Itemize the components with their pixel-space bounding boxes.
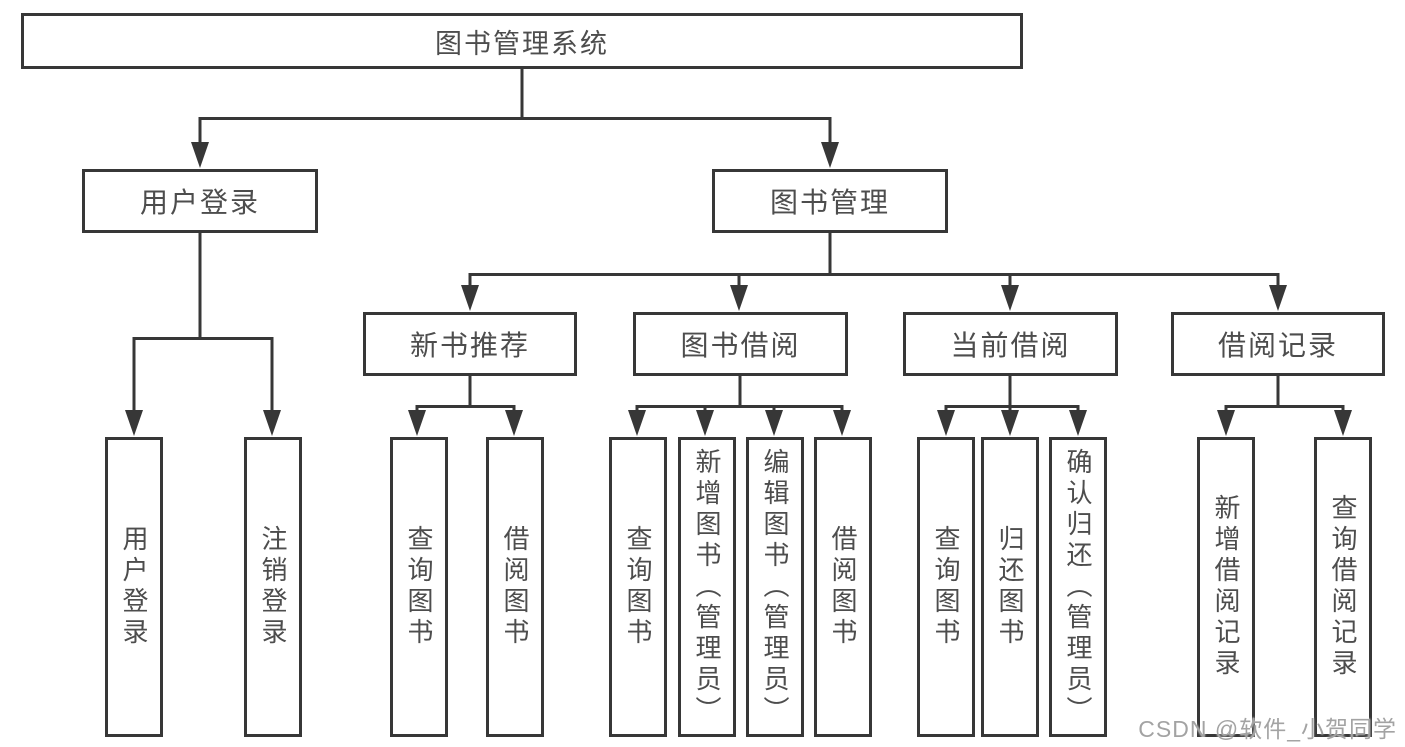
leaf-add-borrow-record: 新增借阅记录	[1197, 437, 1255, 737]
leaf-query-books-current: 查询图书	[917, 437, 975, 737]
leaf-user-login: 用户登录	[105, 437, 163, 737]
watermark: CSDN @软件_小贺同学	[1138, 716, 1397, 742]
node-borrow-records: 借阅记录	[1171, 312, 1385, 376]
leaf-edit-book-admin: 编辑图书（管理员）	[746, 437, 804, 737]
node-new-book-recommend-label: 新书推荐	[409, 330, 530, 361]
leaf-user-login-label: 用户登录	[119, 525, 149, 649]
leaf-edit-book-admin-label: 编辑图书（管理员）	[760, 447, 790, 727]
leaf-query-books-current-label: 查询图书	[931, 525, 961, 649]
node-root: 图书管理系统	[21, 13, 1023, 69]
node-current-borrow: 当前借阅	[903, 312, 1118, 376]
node-user-login-label: 用户登录	[139, 187, 260, 218]
leaf-add-borrow-record-label: 新增借阅记录	[1211, 494, 1241, 680]
leaf-query-books-borrow-label: 查询图书	[623, 525, 653, 649]
leaf-logout-label: 注销登录	[258, 525, 288, 649]
leaf-add-book-admin-label: 新增图书（管理员）	[692, 447, 722, 727]
leaf-borrow-books: 借阅图书	[814, 437, 872, 737]
leaf-add-book-admin: 新增图书（管理员）	[678, 437, 736, 737]
leaf-query-borrow-record-label: 查询借阅记录	[1328, 494, 1358, 680]
leaf-confirm-return-admin: 确认归还（管理员）	[1049, 437, 1107, 737]
node-book-management-label: 图书管理	[769, 187, 890, 218]
leaf-logout: 注销登录	[244, 437, 302, 737]
node-book-management: 图书管理	[712, 169, 948, 233]
leaf-query-books-recommend: 查询图书	[390, 437, 448, 737]
arrowhead-icons	[125, 142, 1352, 436]
node-current-borrow-label: 当前借阅	[950, 330, 1071, 361]
leaf-return-book-label: 归还图书	[995, 525, 1025, 649]
leaf-query-books-recommend-label: 查询图书	[404, 525, 434, 649]
leaf-borrow-books-recommend-label: 借阅图书	[500, 525, 530, 649]
leaf-confirm-return-admin-label: 确认归还（管理员）	[1063, 447, 1093, 727]
node-book-borrow-label: 图书借阅	[680, 330, 801, 361]
leaf-query-borrow-record: 查询借阅记录	[1314, 437, 1372, 737]
leaf-borrow-books-label: 借阅图书	[828, 525, 858, 649]
node-root-label: 图书管理系统	[435, 28, 609, 59]
node-user-login: 用户登录	[82, 169, 318, 233]
leaf-return-book: 归还图书	[981, 437, 1039, 737]
leaf-query-books-borrow: 查询图书	[609, 437, 667, 737]
leaf-borrow-books-recommend: 借阅图书	[486, 437, 544, 737]
node-new-book-recommend: 新书推荐	[363, 312, 577, 376]
node-borrow-records-label: 借阅记录	[1217, 330, 1338, 361]
node-book-borrow: 图书借阅	[633, 312, 848, 376]
